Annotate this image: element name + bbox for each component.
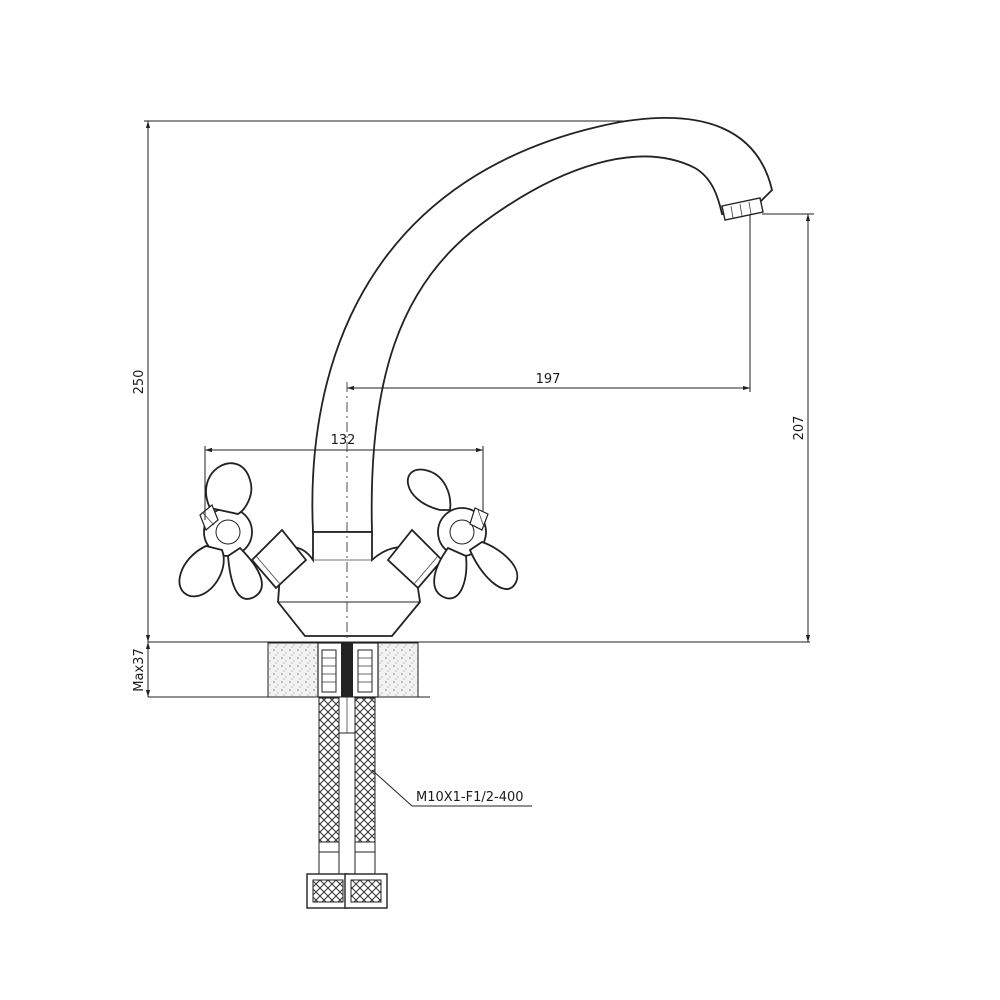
mounting-assembly <box>317 642 379 734</box>
dimension-label-207: 207 <box>792 416 807 441</box>
countertop <box>148 641 810 698</box>
faucet-body <box>277 531 421 637</box>
hose-callout: M10X1-F1/2-400 <box>371 769 532 807</box>
hose-spec-label: M10X1-F1/2-400 <box>416 790 524 805</box>
dimension-label-max37: Max37 <box>132 648 147 691</box>
spout <box>311 117 773 533</box>
handle-right <box>386 468 518 600</box>
dimension-label-132: 132 <box>331 433 356 448</box>
dimension-spout-height: 207 <box>762 213 814 642</box>
dimension-label-250: 250 <box>132 370 147 395</box>
flexible-hoses <box>306 697 388 909</box>
hose-right <box>354 697 376 847</box>
handle-left <box>178 462 308 600</box>
dimension-max-thickness: Max37 <box>132 642 151 697</box>
dimension-spout-reach: 197 <box>347 214 751 392</box>
dimension-label-197: 197 <box>536 372 561 387</box>
hose-left <box>318 697 340 847</box>
dimension-total-height: 250 <box>132 120 628 642</box>
dimension-handle-spacing: 132 <box>204 433 484 520</box>
